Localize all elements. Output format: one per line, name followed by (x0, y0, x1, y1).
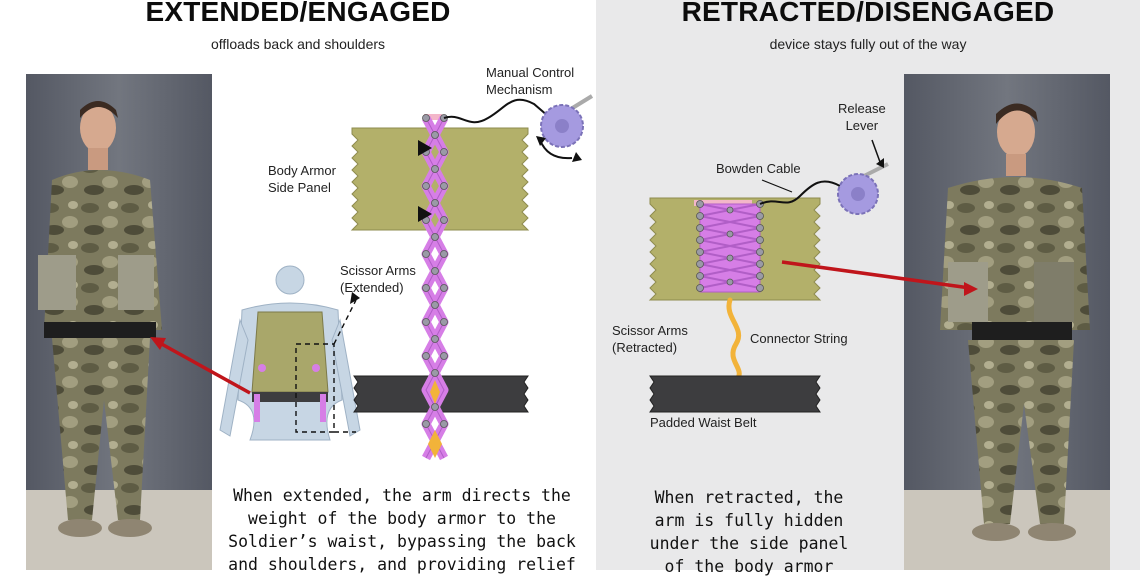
retracted-caption-line: of the body armor (664, 557, 834, 576)
scissor-retracted-label: Scissor Arms (612, 323, 688, 338)
body-armor-label-2: Side Panel (268, 180, 331, 195)
waist-belt-label: Padded Waist Belt (650, 415, 757, 430)
scissor-extended-label-2: (Extended) (340, 280, 404, 295)
manual-control-label-2: Mechanism (486, 82, 553, 97)
retracted-caption-line: arm is fully hidden (654, 511, 844, 530)
scissor-retracted-label-2: (Retracted) (612, 340, 678, 355)
scissor-arms-extended (418, 114, 449, 461)
waist-belt-retracted (649, 375, 821, 413)
retracted-caption: When retracted, the arm is fully hidden … (624, 486, 874, 578)
human-figure-icon (219, 265, 361, 441)
manual-control-label: Manual Control (486, 65, 575, 80)
scissor-arms-retracted (696, 200, 764, 293)
extended-subtitle: offloads back and shoulders (210, 36, 386, 52)
extended-caption: When extended, the arm directs the weigh… (204, 484, 600, 576)
retracted-diagram (648, 74, 1110, 570)
connector-string-label: Connector String (750, 331, 848, 346)
bowden-cable-label: Bowden Cable (716, 161, 801, 176)
retracted-caption-line: under the side panel (649, 534, 849, 553)
release-lever-label: Release (838, 101, 886, 116)
soldier-photo-extended (26, 74, 212, 570)
retracted-caption-line: When retracted, the (654, 488, 844, 507)
extended-title: EXTENDED/ENGAGED (145, 0, 451, 27)
soldier-photo-retracted (904, 74, 1110, 570)
extended-caption-line: weight of the body armor to the (248, 509, 556, 528)
retracted-title: RETRACTED/DISENGAGED (681, 0, 1055, 27)
release-lever-mechanism (759, 139, 889, 215)
extended-caption-line: Soldier’s waist, bypassing the back (228, 532, 576, 551)
pointer-arrow-right (781, 260, 978, 296)
retracted-subtitle: device stays fully out of the way (769, 36, 967, 52)
body-armor-label: Body Armor (268, 163, 336, 178)
connector-string (726, 297, 742, 381)
extended-caption-line: When extended, the arm directs the (233, 486, 571, 505)
manual-control-mechanism (443, 94, 594, 162)
release-lever-label-2: Lever (845, 118, 879, 133)
extended-caption-line: and shoulders, and providing relief (228, 555, 576, 574)
extended-panel: EXTENDED/ENGAGED offloads back and shoul… (26, 0, 594, 574)
scissor-extended-label: Scissor Arms (340, 263, 416, 278)
retracted-panel: RETRACTED/DISENGAGED device stays fully … (596, 0, 1140, 576)
pointer-arrow-left (150, 337, 251, 395)
extended-diagram (26, 74, 594, 570)
